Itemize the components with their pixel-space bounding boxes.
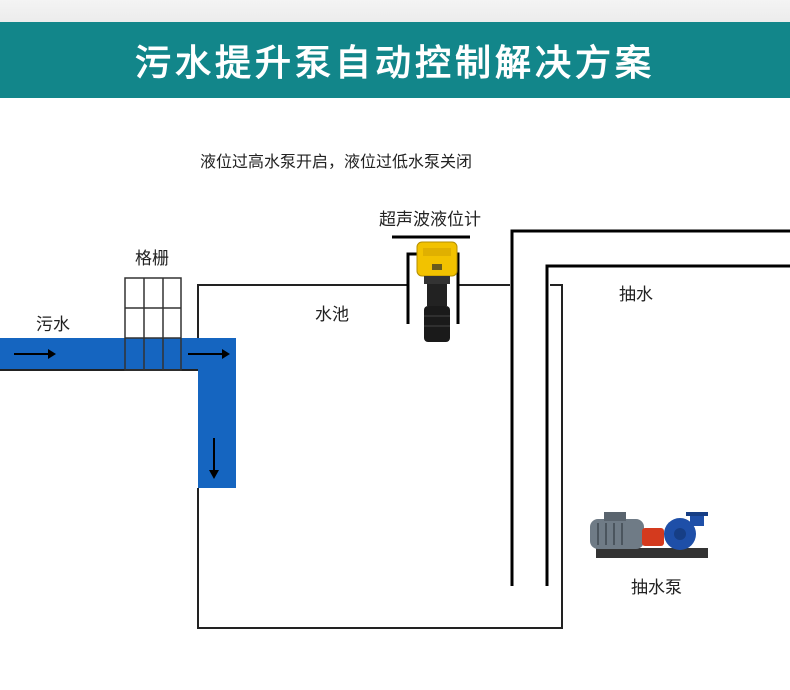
flow-arrow-right [188,349,230,359]
control-logic-caption: 液位过高水泵开启，液位过低水泵关闭 [200,152,473,171]
flow-arrow-in [14,349,56,359]
sewage-label: 污水 [36,315,70,335]
top-strip [0,0,790,22]
suction-label: 抽水 [619,285,653,305]
tank-outline [197,284,563,629]
flow-arrow-down [209,438,219,479]
sensor-label: 超声波液位计 [379,210,481,230]
pump-label: 抽水泵 [631,578,682,598]
title-banner: 污水提升泵自动控制解决方案 [0,22,790,98]
page-title: 污水提升泵自动控制解决方案 [134,43,655,84]
pump-icon [590,512,708,558]
grille-label: 格栅 [135,249,169,269]
ultrasonic-level-sensor-icon [416,241,458,342]
sewage-down-chute [198,338,236,488]
suction-pipe [510,229,790,586]
tank-label: 水池 [315,305,349,325]
grille [124,277,182,371]
